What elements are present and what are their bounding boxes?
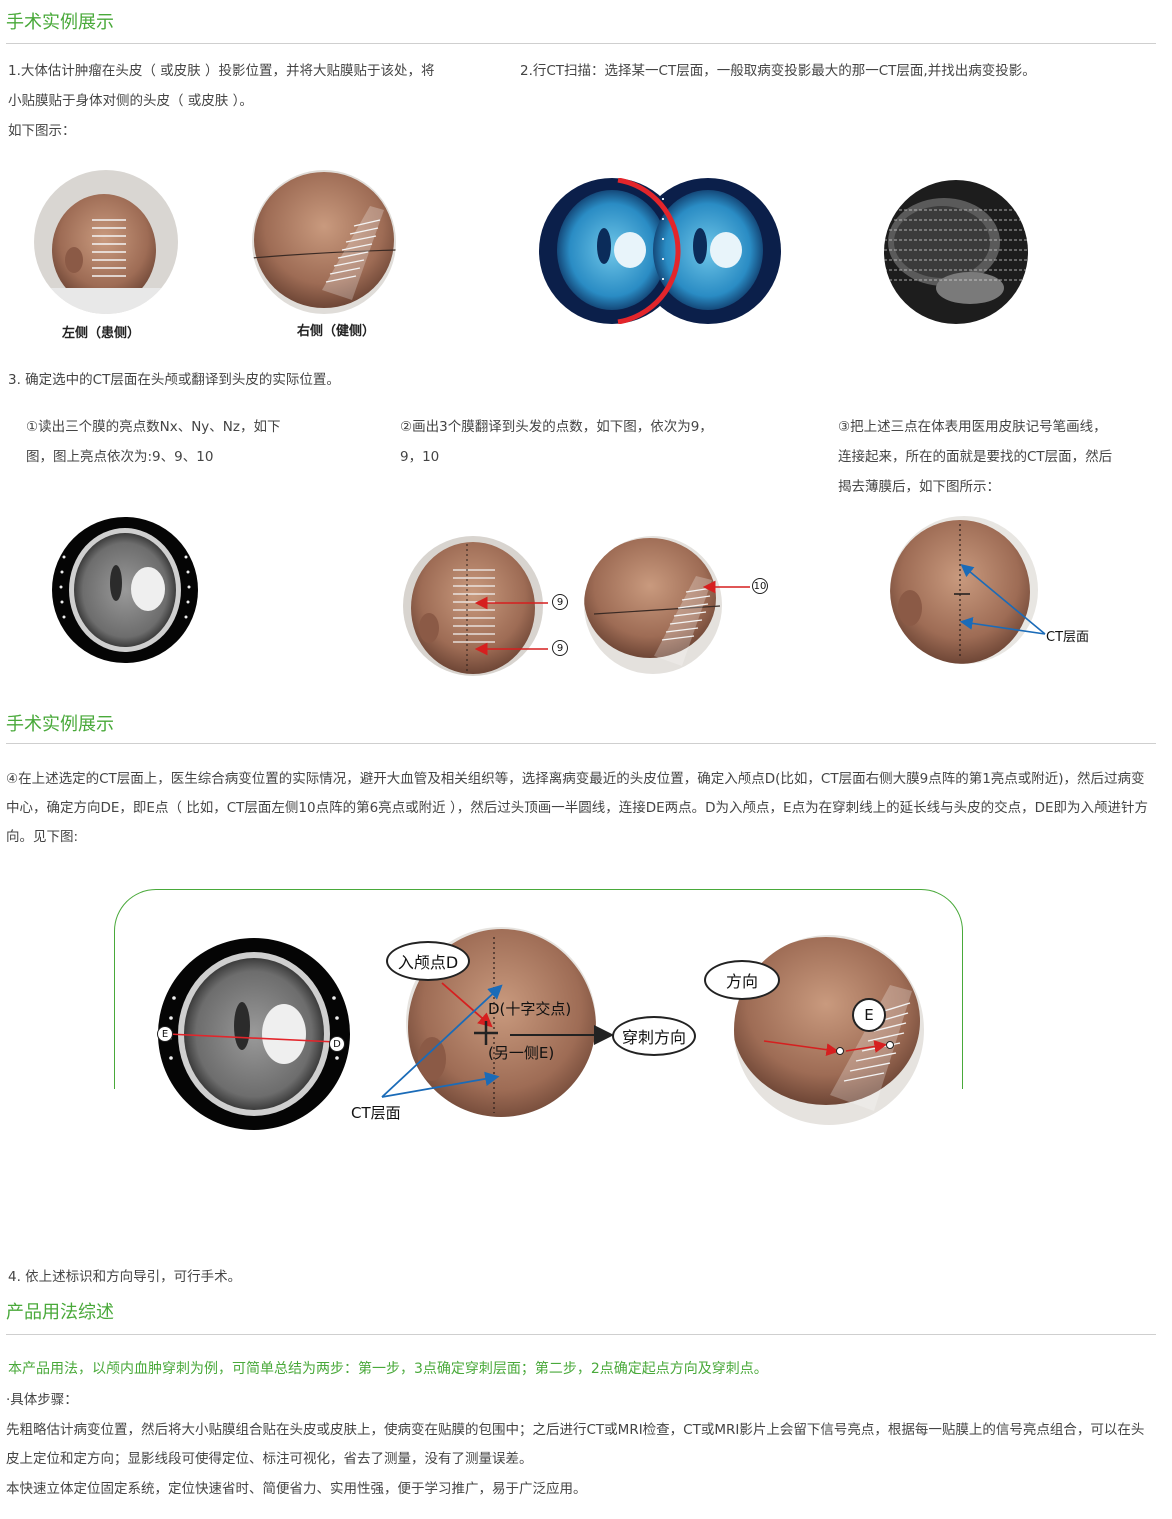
ct-gray-scan-2 (158, 938, 350, 1130)
section-title-2: 手术实例展示 (6, 714, 114, 735)
red-arrow-10 (702, 580, 750, 594)
sub1-line2: 图，图上亮点依次为:9、9、10 (26, 449, 214, 465)
head-ct-line-photo (890, 516, 1038, 664)
point-E-bubble: E (852, 998, 886, 1032)
direction-bubble: 方向 (704, 960, 780, 1000)
sub3-line2: 连接起来，所在的面就是要找的CT层面，然后 (838, 449, 1113, 465)
step3-text: 3. 确定选中的CT层面在头颅或翻译到头皮的实际位置。 (8, 372, 340, 388)
section-title-1: 手术实例展示 (6, 12, 114, 33)
red-arrows-9 (474, 596, 548, 656)
caption-left-side: 左侧（患侧） (62, 326, 141, 341)
mark-9-upper: 9 (552, 594, 568, 610)
divider (6, 43, 1156, 44)
divider (6, 743, 1156, 744)
step1-text-line3: 如下图示： (8, 123, 76, 139)
point-D-label: D (329, 1036, 345, 1052)
head-marks-photo-1 (403, 536, 543, 676)
other-side-E-label: (另一侧E) (488, 1044, 555, 1062)
diagram-arrows (381, 982, 614, 1098)
step4-text: 4. 依上述标识和方向导引，可行手术。 (8, 1269, 242, 1285)
caption-right-side: 右侧（健侧） (297, 324, 376, 339)
detail-paragraph-2: 本快速立体定位固定系统，定位快速省时、简便省力、实用性强，便于学习推广，易于广泛… (6, 1481, 587, 1497)
sub2-line2: 9，10 (400, 449, 440, 465)
step1-text-line2: 小贴膜贴于身体对侧的头皮（ 或皮肤 ）。 (8, 93, 253, 109)
steps-heading: ·具体步骤： (6, 1392, 78, 1408)
ct-plane-label-1: CT层面 (1046, 630, 1090, 645)
step4-description: ④在上述选定的CT层面上，医生综合病变位置的实际情况，避开大血管及相关组织等，选… (6, 771, 1149, 845)
head-right-photo (252, 170, 396, 314)
xray-lateral-image (884, 180, 1028, 324)
mark-9-lower: 9 (552, 640, 568, 656)
ct-gray-scan-1 (52, 517, 198, 663)
head-marks-photo-2 (584, 536, 722, 674)
mark-10: 10 (752, 578, 768, 594)
step1-text-line1: 1.大体估计肿瘤在头皮（ 或皮肤 ）投影位置，并将大贴膜贴于该处，将 (8, 63, 435, 79)
entry-point-bubble: 入颅点D (386, 941, 470, 981)
head-left-photo (34, 170, 178, 314)
blue-arrows-ct-plane (959, 563, 1046, 635)
puncture-direction-bubble: 穿刺方向 (612, 1016, 696, 1056)
usage-summary: 本产品用法，以颅内血肿穿刺为例，可简单总结为两步：第一步，3点确定穿刺层面；第二… (8, 1361, 768, 1377)
ct-scan-pair-image (538, 177, 784, 325)
detail-paragraph-1: 先粗略估计病变位置，然后将大小贴膜组合贴在头皮或皮肤上，使病变在贴膜的包围中；之… (6, 1422, 1145, 1467)
sub3-line3: 揭去薄膜后，如下图所示： (838, 479, 1000, 495)
sub1-line1: ①读出三个膜的亮点数Nx、Ny、Nz，如下 (26, 419, 281, 435)
cross-point-label: D(十字交点) (488, 1000, 572, 1018)
diagram-frame (114, 889, 963, 1089)
divider (6, 1334, 1156, 1335)
ct-plane-label-2: CT层面 (351, 1104, 401, 1122)
sub3-line1: ③把上述三点在体表用医用皮肤记号笔画线， (838, 419, 1107, 435)
point-E-label: E (157, 1026, 173, 1042)
section-title-3: 产品用法综述 (6, 1302, 114, 1323)
sub2-line1: ②画出3个膜翻译到头发的点数，如下图，依次为9， (400, 419, 713, 435)
step2-text: 2.行CT扫描：选择某一CT层面，一般取病变投影最大的那一CT层面,并找出病变投… (520, 63, 1036, 79)
